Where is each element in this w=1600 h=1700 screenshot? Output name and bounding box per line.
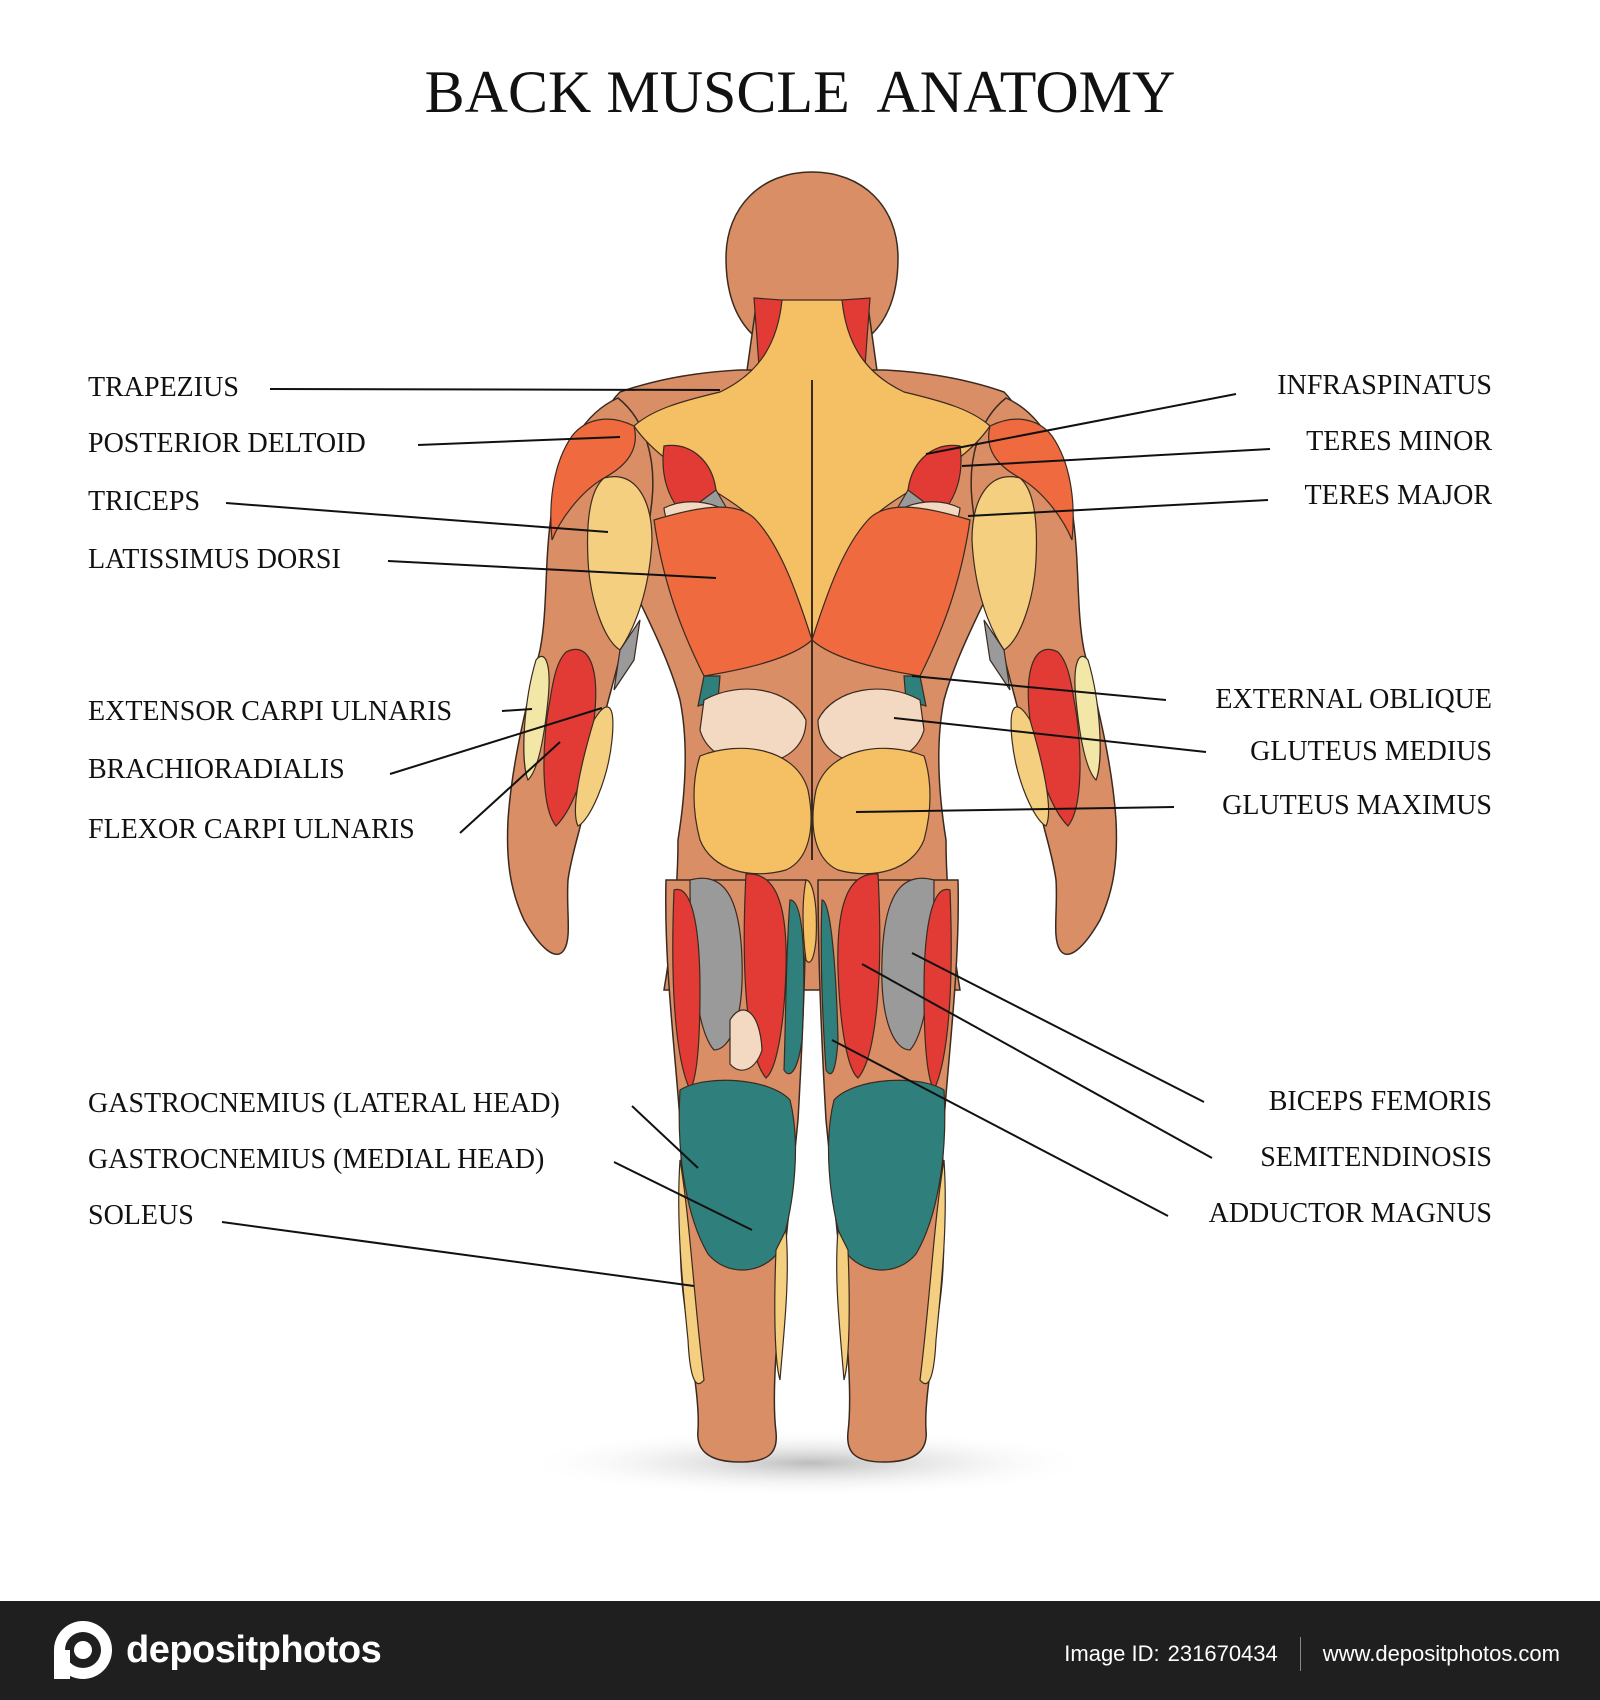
- posterior-deltoid-left: [550, 418, 636, 541]
- posterior-deltoid-right: [988, 418, 1074, 541]
- leader-triceps: [225, 502, 609, 533]
- image-id-value: 231670434: [1167, 1641, 1278, 1666]
- leader-gluteus-maximus: [855, 806, 1175, 813]
- leader-soleus: [221, 1221, 695, 1287]
- label-flexor-carpi-ulnaris: FLEXOR CARPI ULNARIS: [88, 814, 415, 845]
- leader-teres-major: [967, 499, 1269, 517]
- label-teres-minor: TERES MINOR: [1306, 426, 1492, 457]
- hamstring-left-red-outer: [672, 888, 701, 1092]
- leader-brachioradialis: [389, 707, 603, 775]
- leader-gluteus-medius: [893, 717, 1207, 753]
- extensor-right: [1074, 655, 1101, 782]
- inner-glute-cleft: [802, 879, 817, 963]
- leader-flexor: [459, 741, 561, 834]
- footer-bar: depositphotos Image ID: 231670434 www.de…: [0, 1601, 1600, 1700]
- gluteus-maximus-left: [693, 747, 812, 875]
- hamstring-right-red-outer: [923, 888, 952, 1092]
- site-url[interactable]: www.depositphotos.com: [1322, 1641, 1560, 1666]
- leader-semitendinosis: [861, 963, 1213, 1159]
- leader-teres-minor: [961, 448, 1271, 467]
- diagram-title: BACK MUSCLE ANATOMY: [424, 59, 1176, 125]
- leader-adductor-magnus: [831, 1039, 1169, 1217]
- flexor-left: [574, 706, 614, 827]
- ground-shadow: [520, 1429, 1100, 1497]
- label-latissimus-dorsi: LATISSIMUS DORSI: [88, 544, 341, 575]
- label-triceps: TRICEPS: [88, 486, 201, 517]
- leader-extensor: [501, 708, 533, 712]
- image-meta: Image ID: 231670434 www.depositphotos.co…: [1064, 1637, 1560, 1671]
- label-posterior-deltoid: POSTERIOR DELTOID: [88, 428, 366, 459]
- soleus-left: [678, 1159, 705, 1385]
- brachioradialis-left: [543, 648, 597, 827]
- label-external-oblique: EXTERNAL OBLIQUE: [1215, 684, 1492, 715]
- image-id-label: Image ID:: [1064, 1641, 1160, 1666]
- adductor-magnus-right: [820, 899, 839, 1075]
- label-soleus: SOLEUS: [88, 1200, 194, 1231]
- leader-latissimus-dorsi: [387, 560, 717, 579]
- leader-biceps-femoris: [911, 952, 1205, 1103]
- soleus-right-inner: [836, 1227, 850, 1381]
- label-infraspinatus: INFRASPINATUS: [1277, 370, 1492, 401]
- forearm-gray-right: [983, 619, 1011, 691]
- semitendinosis-right: [837, 873, 881, 1079]
- label-teres-major: TERES MAJOR: [1304, 480, 1492, 511]
- footer-separator: [1299, 1637, 1301, 1671]
- leader-lines: [221, 388, 1271, 1287]
- soleus-left-inner: [774, 1227, 788, 1381]
- brand-name: depositphotos: [126, 1628, 382, 1671]
- label-trapezius: TRAPEZIUS: [88, 372, 239, 403]
- leader-posterior-deltoid: [417, 436, 621, 446]
- brand-logo[interactable]: depositphotos: [52, 1619, 382, 1681]
- label-semitendinosis: SEMITENDINOSIS: [1260, 1142, 1492, 1173]
- brachioradialis-right: [1027, 648, 1081, 827]
- leader-gastrocnemius-lateral: [631, 1105, 699, 1169]
- flexor-right: [1010, 706, 1050, 827]
- label-gastrocnemius-medial: GASTROCNEMIUS (MEDIAL HEAD): [88, 1144, 545, 1175]
- adductor-left: [729, 1009, 763, 1071]
- leader-trapezius: [269, 388, 721, 391]
- label-extensor-carpi-ulnaris: EXTENSOR CARPI ULNARIS: [88, 696, 453, 727]
- label-brachioradialis: BRACHIORADIALIS: [88, 754, 345, 785]
- label-biceps-femoris: BICEPS FEMORIS: [1268, 1086, 1492, 1117]
- label-gastrocnemius-lateral: GASTROCNEMIUS (LATERAL HEAD): [88, 1088, 560, 1119]
- label-gluteus-maximus: GLUTEUS MAXIMUS: [1222, 790, 1492, 821]
- muscle-groups: [523, 297, 1101, 1385]
- label-adductor-magnus: ADDUCTOR MAGNUS: [1208, 1198, 1492, 1229]
- adductor-magnus-left: [783, 899, 805, 1075]
- leader-gastrocnemius-medial: [613, 1161, 753, 1231]
- leader-infraspinatus: [925, 393, 1237, 455]
- label-gluteus-medius: GLUTEUS MEDIUS: [1250, 736, 1492, 767]
- depositphotos-logo-icon: [54, 1621, 112, 1679]
- soleus-right: [919, 1159, 946, 1385]
- leader-external-oblique: [911, 675, 1167, 701]
- forearm-gray-left: [613, 619, 641, 691]
